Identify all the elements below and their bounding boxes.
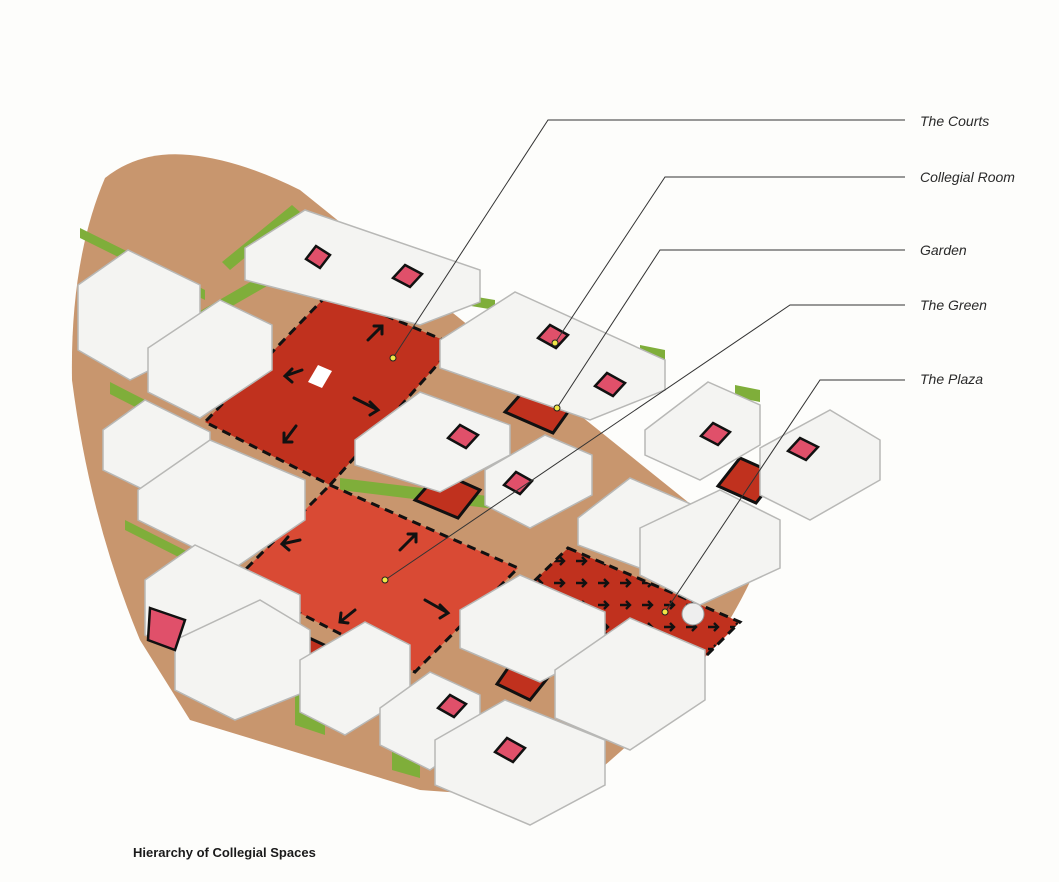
circulation-arrows [279, 324, 451, 625]
label-the-courts: The Courts [920, 113, 990, 129]
label-garden: Garden [920, 242, 967, 258]
label-collegial-room: Collegial Room [920, 169, 1015, 185]
label-the-green: The Green [920, 297, 987, 313]
leader-lines [384, 119, 905, 613]
fountain-icon [681, 602, 705, 626]
courts-pavilion [308, 365, 332, 388]
green-space [232, 483, 521, 674]
label-the-plaza: The Plaza [920, 371, 984, 387]
label-markers [381, 339, 669, 616]
diagram-caption: Hierarchy of Collegial Spaces [133, 845, 316, 860]
buildings [77, 209, 881, 826]
